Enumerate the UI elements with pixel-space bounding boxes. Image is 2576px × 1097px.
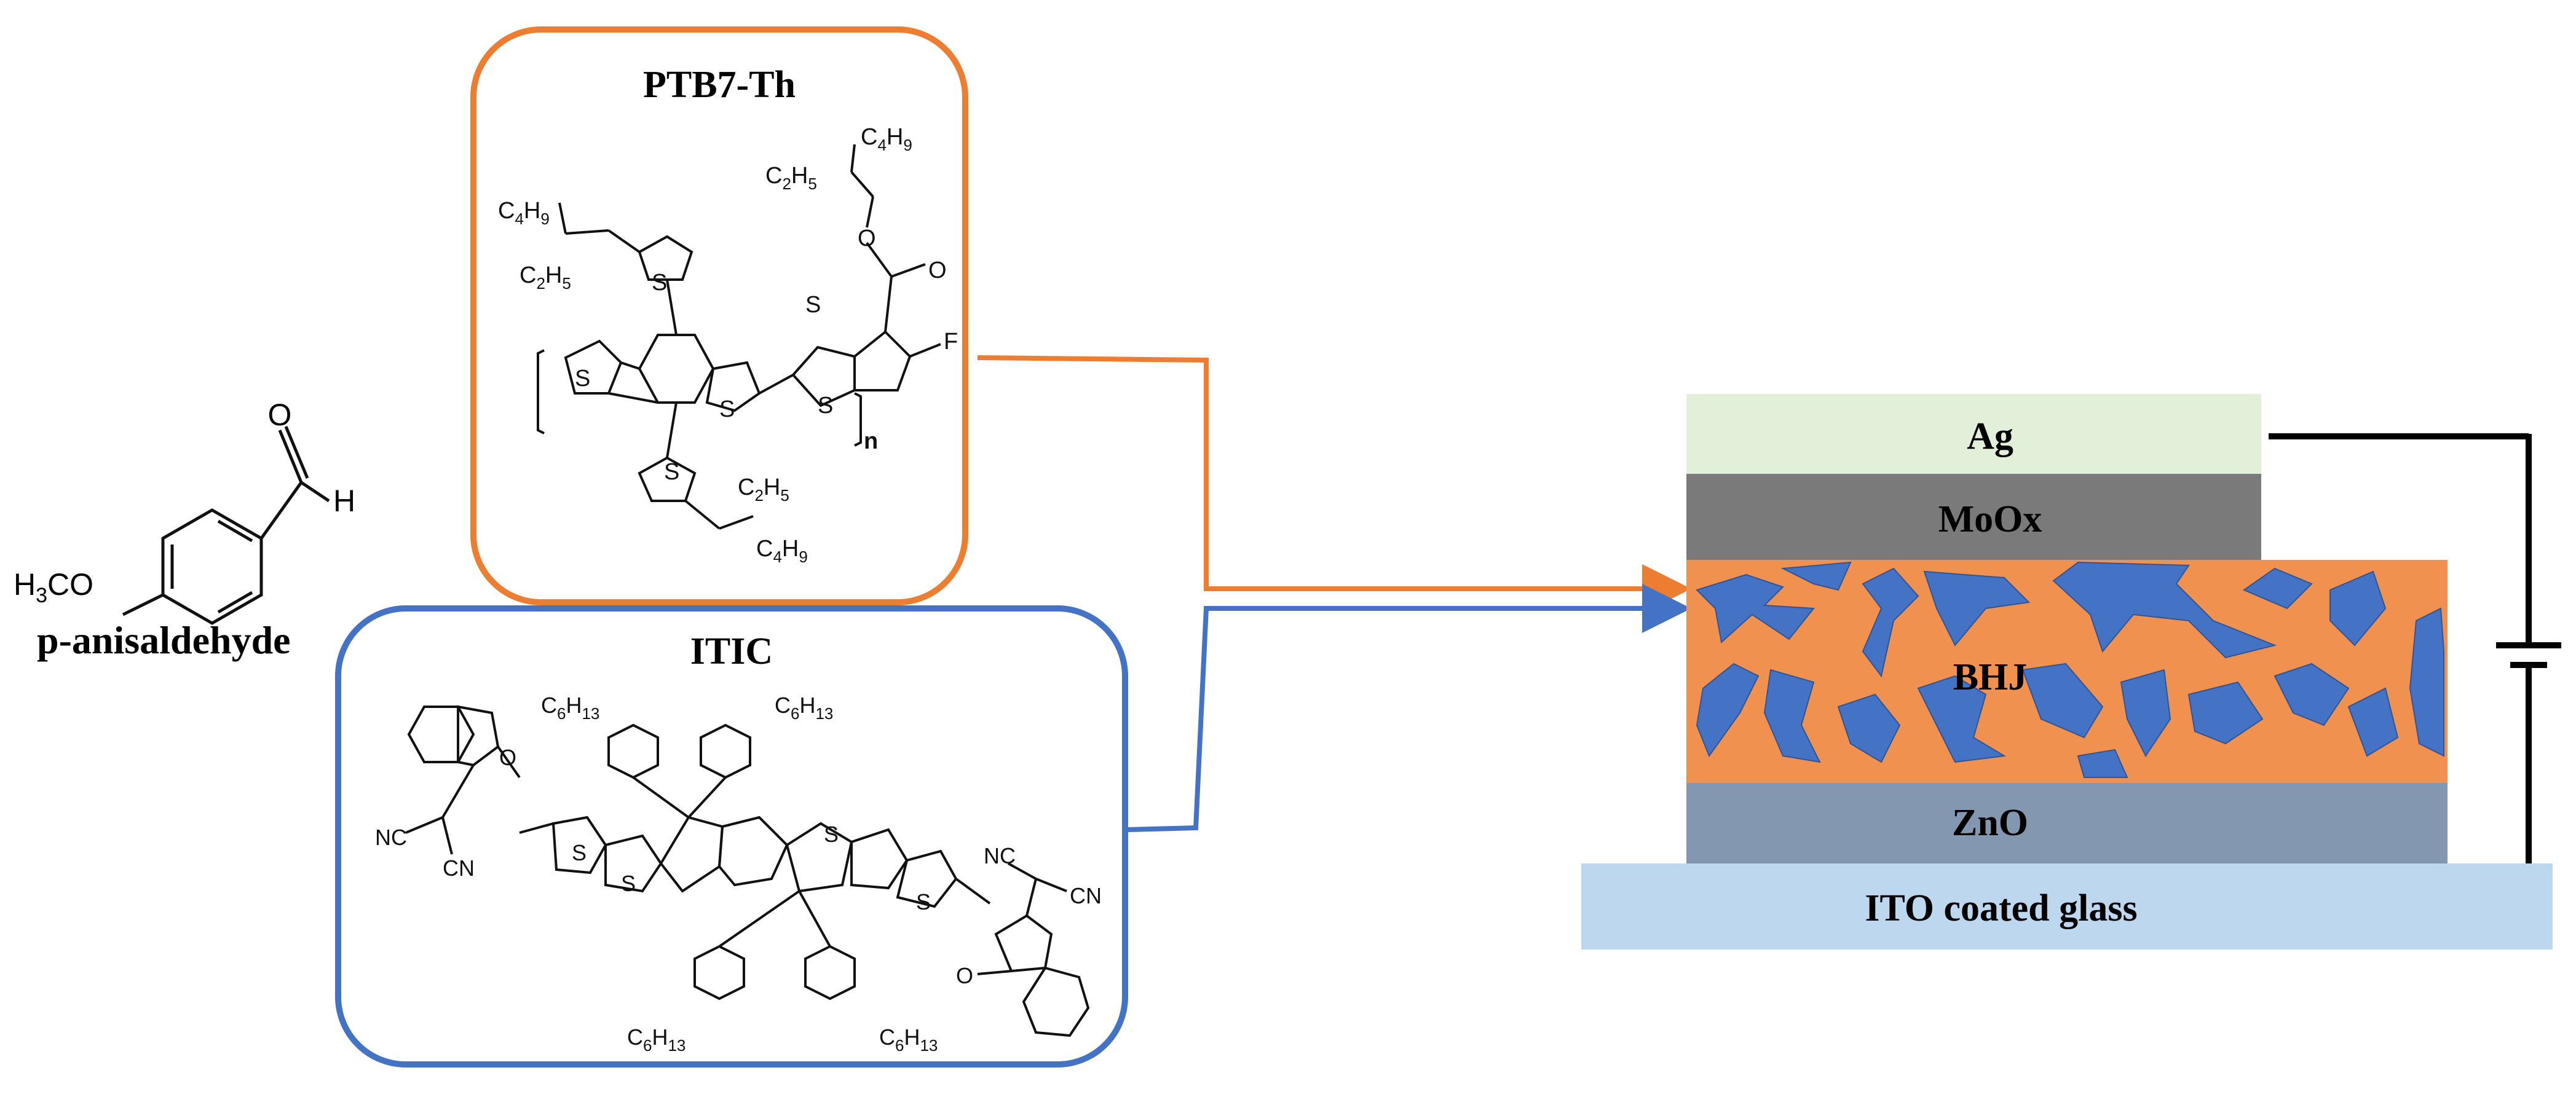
itic-nc-1: NC xyxy=(375,825,407,850)
zno-label: ZnO xyxy=(1952,802,2028,844)
ito-label: ITO coated glass xyxy=(1865,887,2137,929)
itic-to-bhj-arrow xyxy=(1128,584,1691,832)
itic-cn-1: CN xyxy=(443,855,475,881)
acceptor-domain xyxy=(1862,567,1919,678)
acceptor-domain xyxy=(1780,561,1852,591)
acceptor-domain xyxy=(2120,669,2171,757)
external-circuit xyxy=(2269,433,2532,863)
ptb7th-sulfur-5: S xyxy=(805,292,821,318)
itic-sulfur-3: S xyxy=(824,822,839,847)
ptb7th-repeat-n: n xyxy=(864,428,878,454)
acceptor-domain xyxy=(2409,607,2444,757)
acceptor-domain xyxy=(1696,573,1815,643)
bhj-donor-acceptor-domains xyxy=(1696,561,2444,778)
itic-cn-2: CN xyxy=(1070,883,1102,908)
itic-oxygen-2: O xyxy=(956,963,973,988)
itic-nc-2: NC xyxy=(984,843,1016,868)
acceptor-domain xyxy=(2052,561,2277,659)
ptb7th-sulfur-2: S xyxy=(719,396,735,422)
acceptor-domain xyxy=(2274,663,2350,726)
ptb7th-ester-oxygen-1: O xyxy=(858,226,876,251)
acceptor-domain xyxy=(1837,693,1901,763)
ptb7th-title: PTB7-Th xyxy=(643,64,796,106)
ptb7th-sulfur-4: S xyxy=(664,459,679,485)
ptb7th-sulfur-1: S xyxy=(575,366,590,391)
ptb7th-to-bhj-arrow xyxy=(977,355,1691,613)
ptb7th-atom-labels: S S S S S S O O F n C4H9 C2H5 C2H5 C4H9 … xyxy=(498,124,958,566)
aldehyde-oxygen-label: O xyxy=(268,398,292,432)
acceptor-domain xyxy=(2187,681,2264,745)
battery-icon xyxy=(2496,642,2561,668)
acceptor-domain xyxy=(2242,567,2313,610)
itic-c6h13-4: C6H13 xyxy=(879,1024,938,1055)
acceptor-domain xyxy=(2347,687,2399,757)
ptb7th-ester-oxygen-2: O xyxy=(928,258,947,283)
moox-label: MoOx xyxy=(1938,498,2042,540)
itic-box xyxy=(335,605,1128,1068)
anisaldehyde-structure xyxy=(122,426,330,625)
bhj-label: BHJ xyxy=(1953,656,2028,698)
acceptor-domain xyxy=(2021,663,2104,739)
moox-layer xyxy=(1686,474,2261,560)
acceptor-domain xyxy=(1696,663,1760,758)
ptb7th-sulfur-3: S xyxy=(652,270,667,296)
ito-layer xyxy=(1581,863,2553,950)
itic-title: ITIC xyxy=(690,631,773,672)
acceptor-domain xyxy=(2077,749,2128,778)
zno-layer xyxy=(1686,783,2448,863)
ptb7th-sulfur-6: S xyxy=(818,393,833,419)
itic-oxygen-1: O xyxy=(499,745,516,770)
acceptor-domain xyxy=(1763,669,1821,763)
ptb7th-box xyxy=(470,26,968,605)
aldehyde-hydrogen-label: H xyxy=(333,484,355,518)
acceptor-domain xyxy=(2329,570,2387,647)
acceptor-domain xyxy=(1923,570,2031,647)
methoxy-label: H3CO xyxy=(14,567,93,607)
ptb7th-structure xyxy=(537,144,941,530)
device-stack xyxy=(1581,394,2553,950)
ag-layer xyxy=(1686,394,2261,474)
acceptor-domain xyxy=(1917,675,2006,763)
itic-sulfur-4: S xyxy=(916,889,931,914)
ptb7th-fluorine: F xyxy=(944,329,958,355)
anisaldehyde-name: p-anisaldehyde xyxy=(37,618,291,662)
itic-structure xyxy=(405,705,1090,1037)
itic-sulfur-2: S xyxy=(621,871,636,896)
itic-sulfur-1: S xyxy=(572,840,587,865)
ptb7th-c4h9-2: C4H9 xyxy=(861,124,912,154)
ag-label: Ag xyxy=(1967,415,2013,457)
